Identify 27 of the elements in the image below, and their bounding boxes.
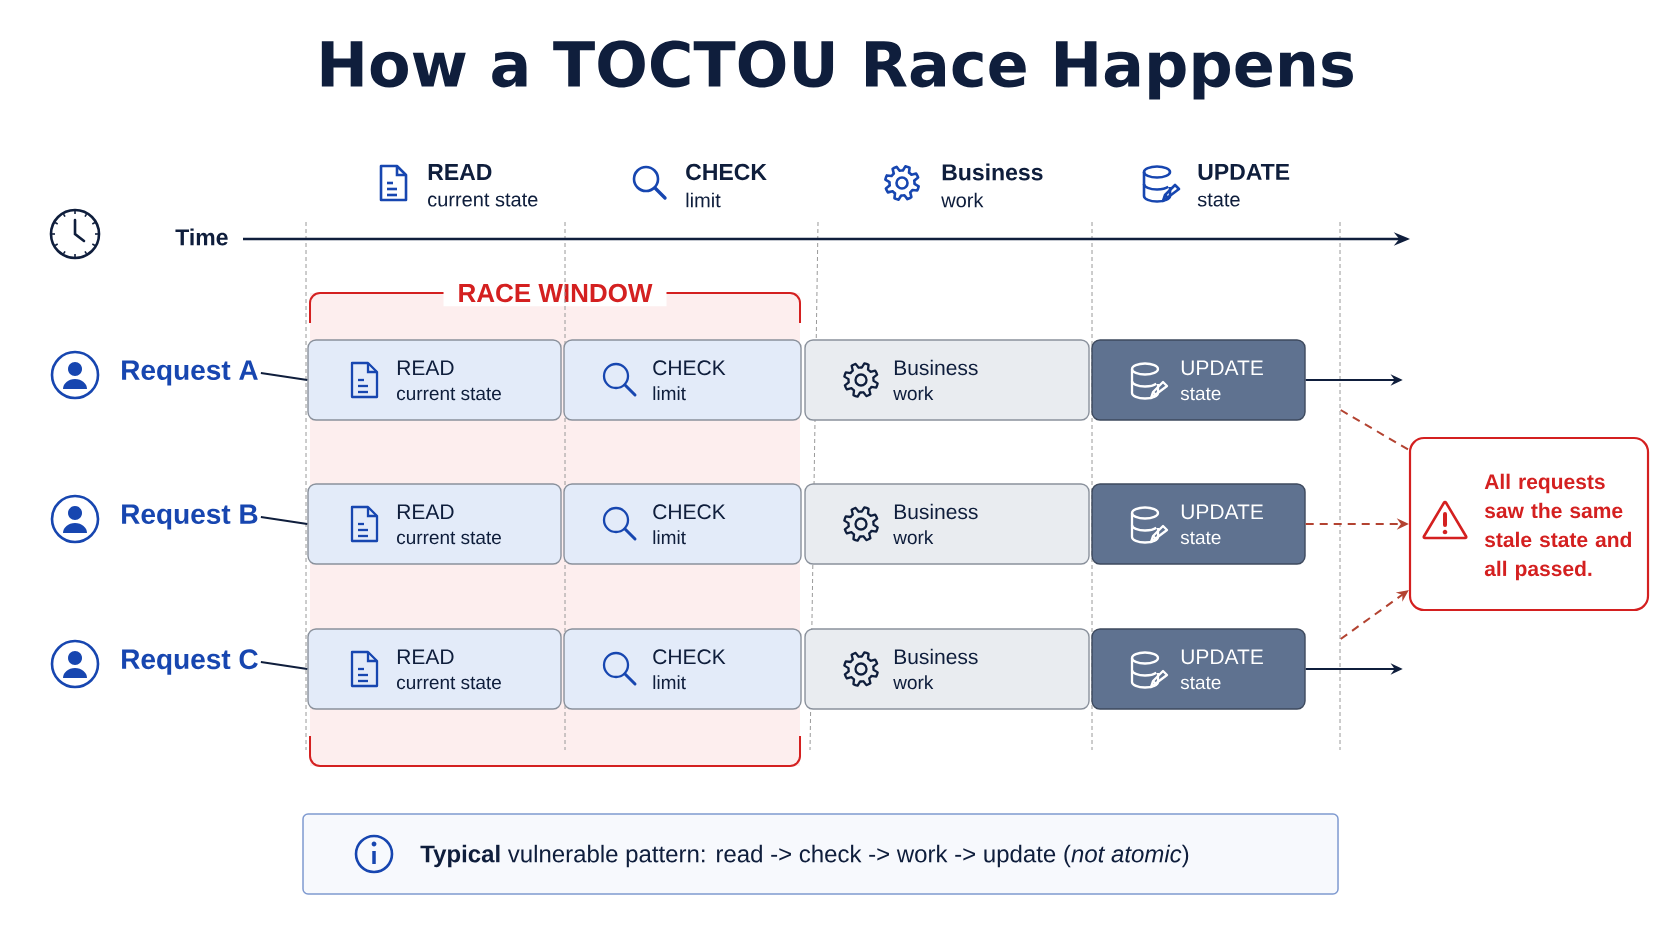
note-box: Typical vulnerable pattern: read -> check -> work -> update (not atomic) <box>302 813 1339 895</box>
step-box: READ current state <box>307 628 562 710</box>
step-box: Business work <box>804 628 1090 710</box>
step-box: CHECK limit <box>563 628 802 710</box>
request-label: Request B <box>122 504 258 530</box>
request-label: Request A <box>122 360 258 386</box>
step-box: READ current state <box>307 339 562 421</box>
title: How a TOCTOU Race Happens <box>321 40 1353 100</box>
step-box: UPDATE state <box>1091 628 1306 710</box>
column-subheading: limit <box>686 192 721 208</box>
step-box: CHECK limit <box>563 339 802 421</box>
step-box: CHECK limit <box>563 483 802 565</box>
column-subheading: work <box>941 192 984 208</box>
column-heading: Business <box>942 163 1043 181</box>
step-box: UPDATE state <box>1091 339 1306 421</box>
request-label: Request C <box>122 649 258 675</box>
timeline-label: Time <box>175 228 228 246</box>
step-box: Business work <box>804 483 1090 565</box>
warning-box: All requests saw the same stale state and all passed. <box>1408 436 1650 612</box>
step-box: READ current state <box>307 483 562 565</box>
column-subheading: current state <box>428 193 538 207</box>
column-heading: UPDATE <box>1198 163 1290 180</box>
column-heading: CHECK <box>686 163 767 181</box>
step-box: UPDATE state <box>1091 483 1306 565</box>
step-box: Business work <box>804 339 1090 421</box>
column-subheading: state <box>1197 193 1240 207</box>
column-heading: READ <box>428 164 492 180</box>
